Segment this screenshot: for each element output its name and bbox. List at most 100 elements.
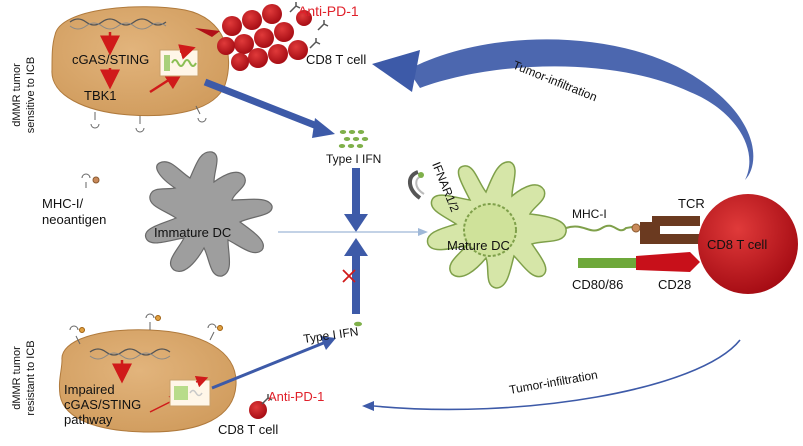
top-gene-block [164,55,170,71]
top-anti-pd1-antibodies [289,2,329,49]
ifn-down-arrow-head [344,214,368,232]
top-cd8-cell [248,48,268,68]
immature-dc: MHC-I/ neoantigen Immature DC [42,151,273,277]
immune-synapse: MHC-I TCR CD80/86 CD28 [565,196,705,292]
cd8-tcell-body [698,194,798,294]
side-label-sensitive: dMMR tumor sensitive to ICB [11,57,37,133]
top-transcript-icon [171,59,197,67]
bottom-infiltration-curve [373,339,741,411]
tumor-infiltration-arrow-top: Tumor-infiltration [372,39,754,180]
top-pathway-arrow-3 [149,69,185,94]
bottom-anti-pd1-label: Anti-PD-1 [268,389,324,404]
mature-dc: Mature DC IFNAR1/2 [408,160,567,289]
side-label-resistant-line1: dMMR tumor [11,346,23,410]
ifn-dot-bottom [354,321,362,327]
bottom-surface-receptors [69,313,223,345]
ifn-dot [361,137,369,141]
tumor-infiltration-arrow-bottom: Tumor-infiltration [362,339,741,411]
top-cd8-cell [262,4,282,24]
mature-dc-label: Mature DC [447,238,510,253]
ifn-dot [343,137,351,141]
cd80-86-label: CD80/86 [572,277,623,292]
tcr-receptor [640,216,700,244]
bottom-transcription-arrow [194,376,209,388]
top-surface-receptors [90,105,207,133]
cd8-tcell-large-label: CD8 T cell [707,237,767,252]
top-cd8-cell [288,40,308,60]
top-cd8-cell [242,10,262,30]
bottom-dna-strand-icon [89,352,171,360]
cd28-label: CD28 [658,277,691,292]
cd28-receptor [636,252,700,272]
immature-dc-label: Immature DC [154,225,231,240]
side-label-sensitive-line1: dMMR tumor [11,63,23,127]
top-cd8-cell [254,28,274,48]
ifn-up-arrow-shaft [352,254,360,314]
bottom-anti-pd1-antibody [261,394,273,405]
ifn-dot [356,144,364,148]
top-tumor-cell: cGAS/STING TBK1 [51,6,230,133]
ifn-up-arrow-head [344,238,368,256]
bottom-tumor-to-ifn-arrowhead [320,336,336,350]
top-cd8-cell [222,16,242,36]
top-infiltration-arrowhead [372,50,420,92]
immature-dc-body [144,151,273,277]
bottom-cd8-cell [249,401,267,419]
ifn-dot [348,130,356,134]
side-label-sensitive-line2: sensitive to ICB [25,57,37,133]
top-transcription-arrow [178,44,196,60]
bottom-infiltration-arrowhead [362,401,374,411]
bottom-tumor-cell: Impaired cGAS/STING pathway [58,313,237,433]
ifn-dot [352,137,360,141]
impaired-label-1: Impaired [64,382,115,397]
top-anti-pd1-label: Anti-PD-1 [298,3,359,19]
ifn-dot [338,144,346,148]
bottom-tumor-to-ifn-arrow [211,340,327,390]
mhc1-stalk [565,224,639,232]
top-cd8-label: CD8 T cell [306,52,366,67]
impaired-label-2: cGAS/STING [64,397,141,412]
top-cd8-cell [268,44,288,64]
top-cluster-spike [195,28,220,37]
top-cd8-cluster: Anti-PD-1 CD8 T cell [195,2,366,71]
cd80-86-ligand [578,258,636,268]
bottom-cd8-label: CD8 T cell [218,422,278,437]
type1-ifn-dots-top [338,130,369,148]
top-cd8-cell [234,34,254,54]
ifn-down-arrow-shaft [352,168,360,218]
impaired-label-3: pathway [64,412,113,427]
cd8-tcell-large: CD8 T cell [698,194,798,294]
top-infiltration-curve [408,39,754,180]
top-tumor-to-ifn-shaft [203,78,324,132]
cgas-sting-label: cGAS/STING [72,52,149,67]
top-dna-icon [69,18,167,26]
antigen-peptide-icon [631,223,641,233]
ifnar-receptor-icon [408,170,425,200]
dc-maturation-arrowhead [418,228,428,236]
blocked-x-icon [342,269,356,283]
ifn-dot [347,144,355,148]
tcr-label: TCR [678,196,705,211]
bottom-cd8-cluster: Anti-PD-1 CD8 T cell [218,389,324,437]
mhc1-label: MHC-I [572,207,607,221]
side-label-resistant: dMMR tumor resistant to ICB [11,340,37,415]
type1-ifn-label-top: Type I IFN [326,152,381,166]
top-cd8-cell [274,22,294,42]
immature-dc-mhc-icon [81,173,100,188]
top-cd8-cell [231,53,249,71]
ifn-dot [357,130,365,134]
tbk1-label: TBK1 [84,88,117,103]
top-tumor-body [51,6,230,117]
top-cd8-cell [296,10,312,26]
bottom-transcript-icon [189,389,203,397]
top-tumor-to-ifn-arrowhead [312,118,335,138]
tumor-infiltration-label-bottom: Tumor-infiltration [508,368,599,397]
mature-dc-nucleus [463,203,517,257]
mhc-neoantigen-label-1: MHC-I/ [42,196,84,211]
ifn-dot [339,130,347,134]
top-cd8-cell [217,37,235,55]
mhc-neoantigen-label-2: neoantigen [42,212,106,227]
bottom-dna-icon [89,348,171,356]
side-label-resistant-line2: resistant to ICB [25,340,37,415]
